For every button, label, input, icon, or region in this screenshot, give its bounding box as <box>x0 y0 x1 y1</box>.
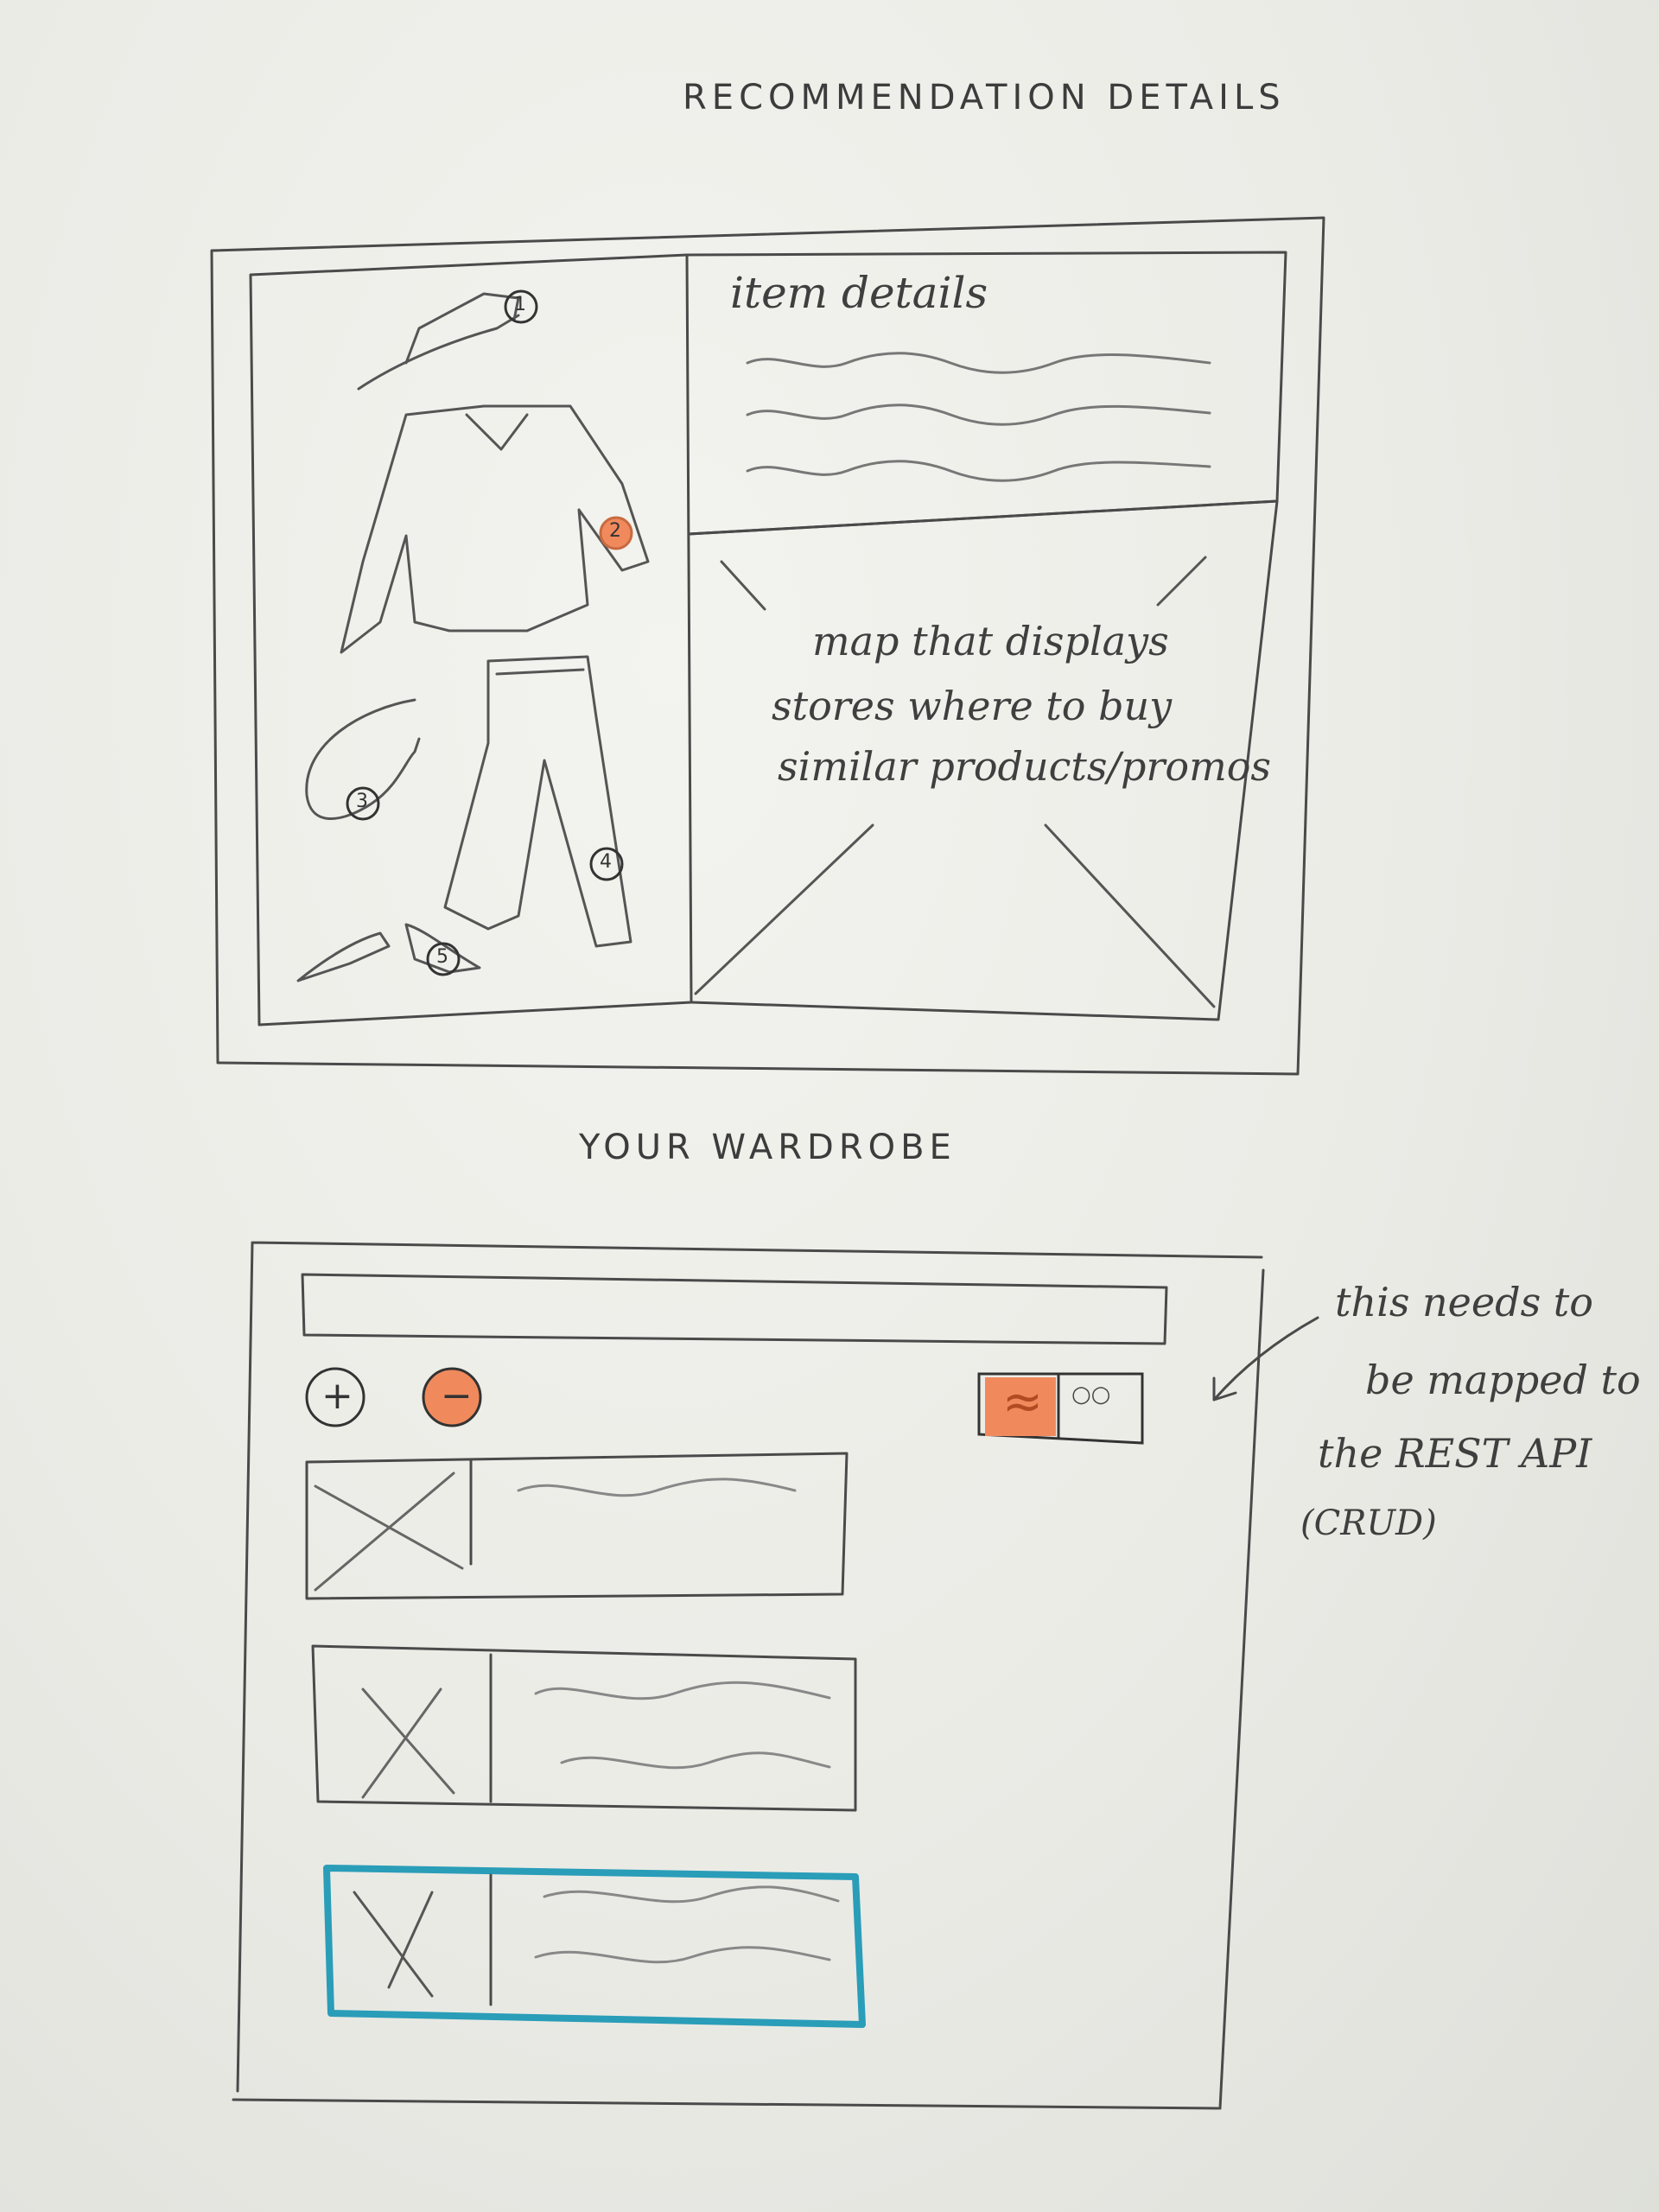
wardrobe-section-title: YOUR WARDROBE <box>579 1128 957 1167</box>
marker-3-label: 3 <box>356 791 368 812</box>
annotation-line-4: (CRUD) <box>1300 1503 1437 1543</box>
list-view-icon: ≈ <box>1002 1374 1043 1430</box>
map-caption-line-3: similar products/promos <box>778 743 1272 790</box>
list-row-1-thumb-x <box>314 1471 464 1592</box>
annotation-line-3: the REST API <box>1318 1430 1592 1477</box>
recommendation-section-title: RECOMMENDATION DETAILS <box>683 78 1286 118</box>
marker-1-label: 1 <box>514 294 526 315</box>
shirt-sketch <box>340 404 650 654</box>
marker-2 <box>599 516 633 550</box>
marker-2-label: 2 <box>609 520 621 542</box>
map-placeholder-x <box>694 556 1216 1008</box>
minus-icon: − <box>441 1374 473 1418</box>
list-row-3-thumb-x <box>353 1891 434 1998</box>
map-panel-border <box>687 499 1279 1021</box>
list-row-3-selected <box>323 1865 866 2028</box>
list-row-2-thumb-x <box>361 1688 455 1799</box>
remove-item-button[interactable] <box>422 1367 482 1427</box>
annotation-arrow <box>1212 1316 1319 1402</box>
marker-5-label: 5 <box>436 946 448 968</box>
view-toggle[interactable] <box>977 1372 1144 1445</box>
item-details-text-line <box>746 404 1211 426</box>
recommendation-outer-frame <box>210 216 1325 1076</box>
item-details-text-line <box>746 460 1211 482</box>
add-icon: + <box>321 1374 353 1418</box>
map-caption-line-2: stores where to buy <box>772 683 1173 729</box>
marker-5 <box>426 942 461 976</box>
annotation-line-2: be mapped to <box>1365 1357 1641 1403</box>
search-bar-outline <box>301 1273 1168 1345</box>
item-details-text-line <box>746 352 1211 374</box>
item-details-label: item details <box>730 268 988 318</box>
list-view-button <box>985 1377 1056 1436</box>
sunglasses-sketch <box>305 698 421 820</box>
marker-1 <box>504 289 538 324</box>
map-caption-line-1: map that displays <box>812 618 1169 664</box>
grid-view-icon[interactable]: ○○ <box>1071 1382 1111 1408</box>
add-item-button[interactable] <box>305 1367 365 1427</box>
marker-4-label: 4 <box>600 851 612 873</box>
annotation-line-1: this needs to <box>1335 1279 1593 1325</box>
list-row-1 <box>305 1452 849 1600</box>
shoes-sketch <box>296 923 481 982</box>
hat-sketch <box>357 292 520 391</box>
pants-sketch <box>443 655 632 948</box>
wardrobe-outer-frame <box>232 1241 1265 2110</box>
marker-3 <box>346 786 380 821</box>
list-row-2 <box>311 1644 857 1812</box>
marker-4 <box>589 847 624 881</box>
